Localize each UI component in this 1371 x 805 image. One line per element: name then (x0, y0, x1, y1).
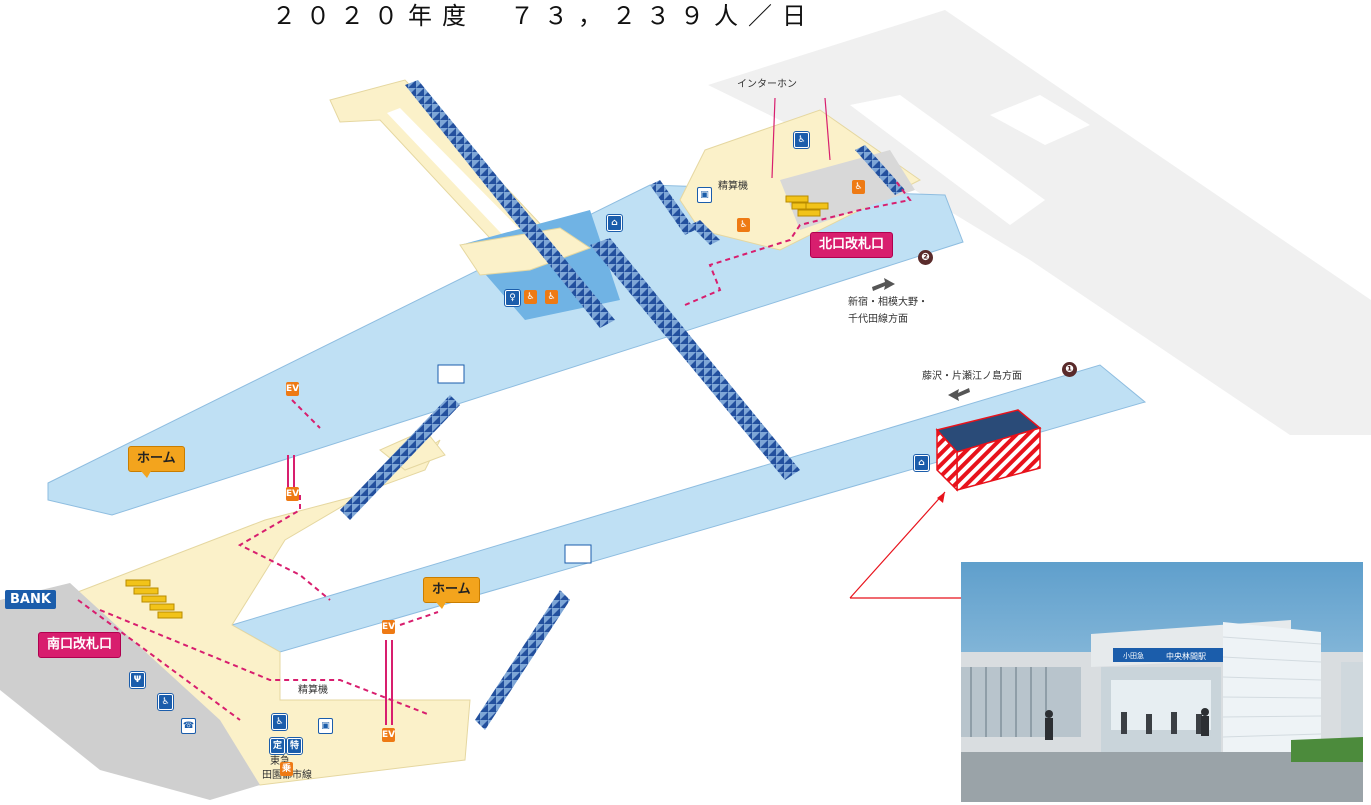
interphone-pointer-2 (824, 97, 831, 161)
accessible-toilet-icon: ♿ (524, 290, 537, 304)
direction-fujisawa-label: 藤沢・片瀬江ノ島方面 (922, 371, 1022, 382)
platform-sign-lower: ホーム (423, 577, 480, 609)
wheelchair-icon-south: ♿ (157, 693, 174, 711)
interphone-label: インターホン (737, 79, 797, 90)
route-south-4 (399, 611, 439, 626)
elevator-icon-lower: EV (382, 620, 396, 634)
road-area-inner-2 (990, 95, 1090, 145)
direction-shinjuku-line1: 新宿・相模大野・ (848, 297, 928, 308)
elevator-icon-mid: EV (286, 487, 300, 501)
restaurant-icon: Ψ (129, 671, 146, 689)
route-south-3 (99, 609, 431, 716)
station-building-photo: 小田急 中央林間駅 (961, 562, 1363, 802)
ticket-gates-north (785, 195, 829, 217)
platform-sign-upper: ホーム (128, 446, 185, 478)
photo-station-name: 中央林間駅 (1166, 651, 1206, 661)
ticket-machine-icon-south: ▣ (318, 718, 333, 734)
commuter-pass-icon: 定 (269, 737, 286, 755)
north-gate-sign: 北口改札口 (810, 232, 894, 258)
baby-room-icon: ♿ (793, 131, 810, 149)
photo-operator-text: 小田急 (1123, 651, 1144, 660)
road-area-inner (850, 95, 1045, 225)
staircase-north (690, 220, 720, 245)
callout-arrowhead (937, 492, 945, 503)
new-station-building-side (936, 428, 958, 492)
station-building-illustration: 小田急 中央林間駅 (961, 562, 1363, 802)
staircase-north-2 (650, 180, 695, 235)
direction-arrow-fujisawa (948, 388, 970, 401)
staircase-northeast (855, 145, 905, 195)
staircase-lower (475, 590, 570, 730)
staircase-main (590, 238, 800, 480)
route-south-1 (77, 599, 241, 721)
callout-line-1 (849, 491, 946, 599)
baby-room-icon-south: ♿ (271, 713, 288, 731)
transfer-icon: 乗 (280, 762, 293, 776)
route-upper-platform (291, 399, 321, 429)
restroom-icon: ♀ (504, 289, 521, 307)
stairs-icon-lower: ⌂ (913, 454, 930, 472)
upper-concourse-hole (387, 108, 530, 248)
route-north (684, 179, 912, 306)
fare-machine-south-label: 精算機 (298, 685, 328, 696)
bank-atm-sign: BANK (5, 590, 56, 609)
staircase-mid (340, 395, 460, 520)
multipurpose-toilet-icon: ♿ (545, 290, 558, 304)
wheelchair-icon-north-gate: ♿ (852, 180, 865, 194)
south-gate-sign: 南口改札口 (38, 632, 122, 658)
special-ticket-icon: 特 (286, 737, 303, 755)
direction-shinjuku-line2: 千代田線方面 (848, 314, 908, 325)
tokyu-label-line1: 東急 (270, 755, 290, 769)
ticket-machine-icon: ▣ (697, 187, 712, 203)
void-upper (437, 364, 465, 384)
direction-arrow-shinjuku (872, 278, 895, 291)
elevator-icon-bottom: EV (382, 728, 396, 742)
interphone-pointer-1 (771, 97, 776, 179)
void-lower (564, 544, 592, 564)
ticket-gates-south (125, 579, 183, 619)
exit-1-marker: ❶ (1062, 362, 1077, 377)
elevator-icon-upper: EV (286, 382, 300, 396)
fare-machine-north-label: 精算機 (718, 181, 748, 192)
exit-2-marker: ❷ (918, 250, 933, 265)
stairs-icon: ⌂ (606, 214, 623, 232)
wheelchair-icon-north: ♿ (737, 218, 750, 232)
staircase-upper (405, 80, 615, 328)
daily-ridership-header: ２０２０年度 ７３，２３９人／日 (272, 2, 816, 30)
phone-icon: ☎ (181, 718, 196, 734)
